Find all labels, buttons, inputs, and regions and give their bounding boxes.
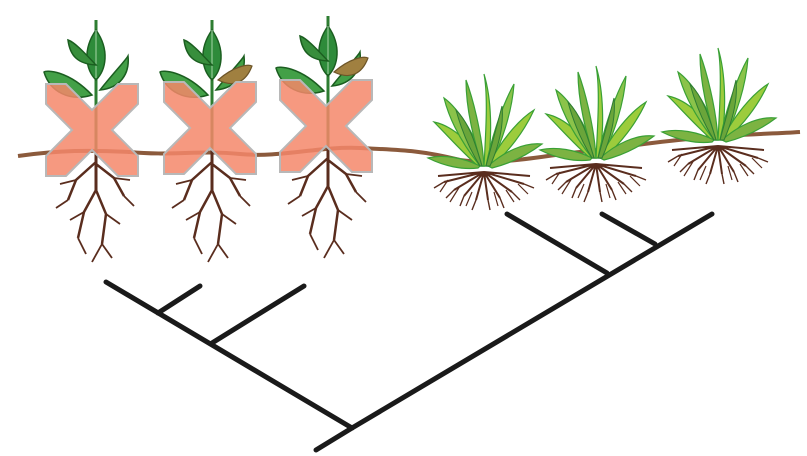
- tree-right-clade: [352, 214, 712, 428]
- grass-tuft-3: [662, 48, 776, 184]
- x-cross-icon: [46, 84, 138, 176]
- tree-root-branch: [316, 428, 352, 450]
- grass-tuft-1: [428, 74, 542, 210]
- tree-branch-grass-2: [602, 214, 655, 244]
- tree-left-clade: [106, 282, 352, 428]
- x-cross-icon: [164, 82, 256, 174]
- tree-branch-dicot-2: [158, 286, 200, 313]
- phylogenetic-tree: [106, 214, 712, 450]
- grass-tuft-2: [540, 66, 654, 202]
- tree-branch-grass-1: [507, 214, 607, 273]
- tree-branch-dicot-3: [212, 286, 304, 343]
